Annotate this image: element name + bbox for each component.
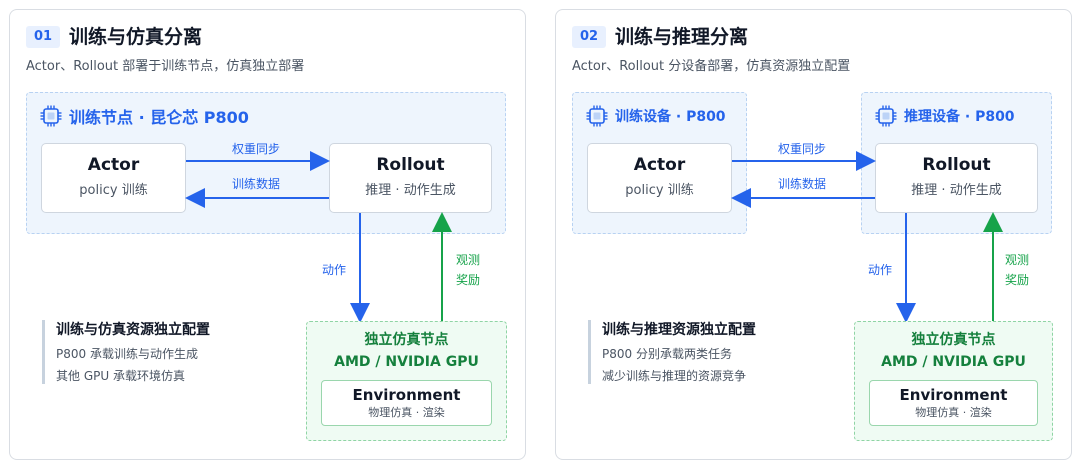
actor-title: Actor — [633, 155, 686, 175]
rollout-subtitle: 推理 · 动作生成 — [365, 183, 456, 198]
reward-label: 奖励 — [1005, 273, 1030, 287]
chip-icon — [39, 104, 63, 128]
actor-subtitle: policy 训练 — [625, 183, 694, 198]
note-line: 减少训练与推理的资源竞争 — [602, 369, 747, 383]
rollout-node: Rollout 推理 · 动作生成 — [875, 143, 1038, 213]
action-label: 动作 — [322, 263, 347, 277]
training-data-label: 训练数据 — [232, 177, 281, 191]
note-line: P800 承载训练与动作生成 — [56, 347, 198, 361]
observation-label: 观测 — [456, 253, 481, 267]
panel-title: 训练与推理分离 — [615, 26, 749, 48]
rollout-title: Rollout — [376, 155, 445, 175]
environment-box: Environment 物理仿真 · 渲染 — [869, 380, 1038, 426]
sim-node-title: 独立仿真节点 — [364, 332, 449, 348]
simulation-node-zone: 独立仿真节点 AMD / NVIDIA GPU Environment 物理仿真… — [306, 321, 507, 441]
flow-arrows — [185, 151, 452, 323]
resource-note: 训练与仿真资源独立配置 P800 承载训练与动作生成 其他 GPU 承载环境仿真 — [42, 320, 210, 384]
zone-label: 训练节点 · 昆仑芯 P800 — [69, 108, 249, 127]
environment-title: Environment — [899, 386, 1008, 404]
environment-subtitle: 物理仿真 · 渲染 — [368, 406, 445, 419]
weight-sync-label: 权重同步 — [778, 142, 827, 156]
actor-node: Actor policy 训练 — [587, 143, 732, 213]
actor-title: Actor — [87, 155, 140, 175]
rollout-subtitle: 推理 · 动作生成 — [911, 183, 1002, 198]
environment-box: Environment 物理仿真 · 渲染 — [321, 380, 492, 426]
zone-label: 训练设备 · P800 — [615, 109, 726, 125]
note-title: 训练与仿真资源独立配置 — [56, 322, 210, 338]
action-label: 动作 — [868, 263, 893, 277]
rollout-title: Rollout — [922, 155, 991, 175]
sim-node-gpu: AMD / NVIDIA GPU — [881, 354, 1026, 370]
panel-number-badge: 02 — [572, 26, 606, 48]
reward-label: 奖励 — [456, 273, 481, 287]
flow-arrows — [731, 151, 1003, 323]
note-title: 训练与推理资源独立配置 — [602, 322, 756, 338]
resource-note: 训练与推理资源独立配置 P800 分别承载两类任务 减少训练与推理的资源竞争 — [588, 320, 756, 384]
panel-subtitle: Actor、Rollout 部署于训练节点，仿真独立部署 — [26, 59, 305, 74]
environment-subtitle: 物理仿真 · 渲染 — [915, 406, 992, 419]
environment-title: Environment — [352, 386, 461, 404]
chip-icon — [585, 104, 609, 128]
panel-title: 训练与仿真分离 — [69, 26, 203, 48]
zone-label: 推理设备 · P800 — [904, 109, 1015, 125]
note-line: 其他 GPU 承载环境仿真 — [56, 369, 185, 383]
training-data-label: 训练数据 — [778, 177, 827, 191]
observation-label: 观测 — [1005, 253, 1030, 267]
note-line: P800 分别承载两类任务 — [602, 347, 732, 361]
panel-number-badge: 01 — [26, 26, 60, 48]
simulation-node-zone: 独立仿真节点 AMD / NVIDIA GPU Environment 物理仿真… — [854, 321, 1053, 441]
sim-node-title: 独立仿真节点 — [911, 332, 996, 348]
panel-training-simulation-split: 01 训练与仿真分离 Actor、Rollout 部署于训练节点，仿真独立部署 … — [9, 9, 526, 460]
chip-icon — [874, 104, 898, 128]
panel-training-inference-split: 02 训练与推理分离 Actor、Rollout 分设备部署，仿真资源独立配置 … — [555, 9, 1072, 460]
actor-subtitle: policy 训练 — [79, 183, 148, 198]
actor-node: Actor policy 训练 — [41, 143, 186, 213]
sim-node-gpu: AMD / NVIDIA GPU — [334, 354, 479, 370]
rollout-node: Rollout 推理 · 动作生成 — [329, 143, 492, 213]
panel-subtitle: Actor、Rollout 分设备部署，仿真资源独立配置 — [572, 59, 851, 74]
weight-sync-label: 权重同步 — [232, 142, 281, 156]
